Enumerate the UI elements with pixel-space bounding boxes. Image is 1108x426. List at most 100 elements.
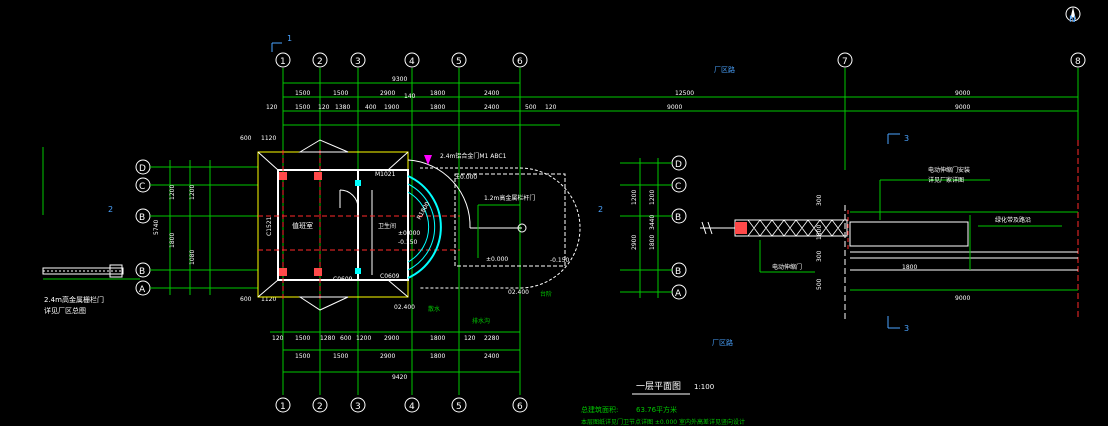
- svg-text:1080: 1080: [189, 250, 196, 265]
- svg-text:详见厂家详图: 详见厂家详图: [928, 176, 964, 184]
- left-gate-note-1: 2.4m高金属栅栏门: [44, 295, 104, 304]
- svg-text:2: 2: [317, 57, 323, 67]
- section-mark-1: 1: [287, 34, 292, 43]
- svg-text:1200: 1200: [631, 190, 638, 205]
- svg-text:1500: 1500: [333, 353, 348, 360]
- grid-axes: [282, 68, 1079, 395]
- svg-text:电动伸缩门: 电动伸缩门: [772, 263, 802, 271]
- svg-text:9000: 9000: [667, 104, 682, 111]
- svg-text:2900: 2900: [380, 353, 395, 360]
- svg-text:1500: 1500: [295, 90, 310, 97]
- elev-1: ±0.000: [398, 230, 420, 237]
- svg-text:1200: 1200: [356, 335, 371, 342]
- axis-bubble-7: 7: [837, 52, 853, 68]
- svg-text:120: 120: [545, 104, 557, 111]
- svg-text:7: 7: [842, 57, 848, 67]
- svg-text:A: A: [675, 289, 682, 299]
- axis-bubble-bottom-4: 4: [404, 397, 420, 413]
- svg-text:B: B: [139, 213, 145, 223]
- north-label: N: [1069, 15, 1076, 25]
- top-axis-bubbles: 1 2 3 4 5 6 7 8: [275, 52, 1086, 68]
- axis-bubble-1: 1: [275, 52, 291, 68]
- svg-text:1800: 1800: [430, 90, 445, 97]
- road-label-bottom: 厂区路: [712, 338, 733, 347]
- svg-text:5: 5: [456, 402, 462, 412]
- axis-bubble-bottom-5: 5: [451, 397, 467, 413]
- svg-text:1500: 1500: [295, 335, 310, 342]
- svg-text:2280: 2280: [484, 335, 499, 342]
- axis-bubble-2: 2: [312, 52, 328, 68]
- svg-text:D: D: [675, 160, 682, 170]
- svg-text:D: D: [139, 164, 146, 174]
- axis-bubble-5: 5: [451, 52, 467, 68]
- svg-text:2400: 2400: [484, 90, 499, 97]
- left-row-lines: [42, 147, 258, 295]
- axis-bubble-bottom-3: 3: [350, 397, 366, 413]
- svg-text:600: 600: [340, 335, 352, 342]
- svg-text:1800: 1800: [430, 335, 445, 342]
- svg-text:A: A: [139, 285, 146, 295]
- svg-text:1: 1: [280, 57, 286, 67]
- svg-text:1800: 1800: [649, 235, 656, 250]
- svg-text:1900: 1900: [384, 104, 399, 111]
- svg-text:2400: 2400: [484, 104, 499, 111]
- svg-text:4: 4: [409, 57, 415, 67]
- bottom-dimension-text: 120 1500 1280 600 1200 2900 1800 120 228…: [272, 335, 499, 381]
- svg-text:3: 3: [355, 402, 361, 412]
- right-vertical-dims: 1200 1200 1800 3440 2900: [631, 190, 656, 250]
- elev-3: ±0.000: [486, 256, 508, 263]
- top-dimension-text: 9300 1500 1500 2900 1800 2400 12500 9000…: [266, 76, 970, 111]
- area-label: 总建筑面积:: [581, 405, 618, 414]
- axis-bubble-4: 4: [404, 52, 420, 68]
- svg-text:1200: 1200: [169, 185, 176, 200]
- right-row-lines: [620, 158, 672, 298]
- svg-text:1800: 1800: [816, 225, 823, 240]
- svg-text:500: 500: [525, 104, 537, 111]
- svg-text:2900: 2900: [380, 90, 395, 97]
- north-arrow: N: [1065, 6, 1081, 25]
- svg-text:140: 140: [404, 93, 416, 100]
- right-annotations: 电动伸缩门安装 详见厂家详图 电动伸缩门 绿化带及路沿 1800 9000 30…: [772, 166, 1031, 302]
- area-value: 63.76平方米: [636, 405, 677, 414]
- svg-text:300: 300: [816, 250, 823, 262]
- canopy-label: 1.2m高金属栏杆门: [484, 194, 535, 202]
- svg-text:600: 600: [240, 296, 252, 303]
- rain-label: 排水沟: [472, 317, 490, 325]
- drawing-scale: 1:100: [694, 383, 714, 391]
- svg-text:B: B: [139, 267, 145, 277]
- section-marks: [271, 42, 900, 329]
- svg-text:400: 400: [365, 104, 377, 111]
- building: [257, 139, 581, 311]
- svg-text:5: 5: [456, 57, 462, 67]
- svg-text:1500: 1500: [333, 90, 348, 97]
- window-c0609-label: C0609: [380, 273, 400, 280]
- svg-text:1280: 1280: [320, 335, 335, 342]
- left-gate-note-2: 详见厂区总图: [44, 306, 86, 315]
- bottom-axis-bubbles: 1 2 3 4 5 6: [275, 397, 528, 413]
- svg-text:1200: 1200: [649, 190, 656, 205]
- svg-text:C: C: [139, 182, 145, 192]
- svg-text:9300: 9300: [392, 76, 407, 83]
- door-top-label: M1021: [375, 171, 396, 178]
- svg-text:1120: 1120: [261, 296, 276, 303]
- svg-text:9000: 9000: [955, 90, 970, 97]
- svg-text:1800: 1800: [169, 233, 176, 248]
- svg-text:500: 500: [816, 278, 823, 290]
- svg-text:B: B: [675, 267, 681, 277]
- bottom-note: 本层图纸详见门卫节点详图 ±0.000 室内外高差详见竖向设计: [581, 418, 745, 426]
- axis-bubble-bottom-6: 6: [512, 397, 528, 413]
- left-vertical-dims: 1200 1800 1200 1080 5740: [153, 185, 196, 265]
- svg-text:1800: 1800: [902, 264, 917, 271]
- title-block: 一层平面图 1:100 总建筑面积: 63.76平方米 本层图纸详见门卫节点详图…: [581, 381, 745, 426]
- svg-text:3: 3: [355, 57, 361, 67]
- svg-text:1800: 1800: [430, 104, 445, 111]
- bottom-dimension-lines: [270, 331, 520, 373]
- svg-text:9000: 9000: [955, 295, 970, 302]
- right-row-bubbles: D C B B A: [671, 155, 687, 300]
- svg-text:120: 120: [272, 335, 284, 342]
- svg-text:电动伸缩门安装: 电动伸缩门安装: [928, 166, 970, 174]
- svg-text:3440: 3440: [649, 215, 656, 230]
- svg-text:12500: 12500: [675, 90, 694, 97]
- svg-text:9420: 9420: [392, 374, 407, 381]
